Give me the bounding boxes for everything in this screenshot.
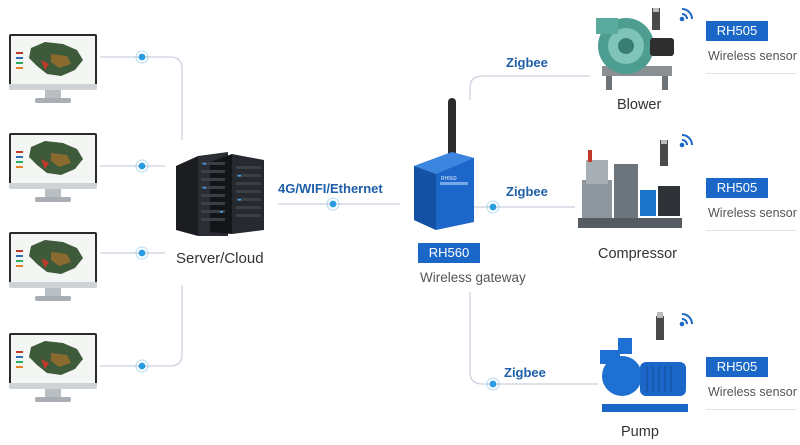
monitor-1-link bbox=[100, 56, 183, 140]
wireless-signal-icon bbox=[678, 130, 698, 155]
map-icon bbox=[29, 141, 83, 175]
sensor-model-badge: RH505 bbox=[706, 357, 768, 377]
monitor-1 bbox=[9, 34, 97, 106]
sensor-card-compressor: RH505 Wireless sensor bbox=[706, 178, 797, 231]
zigbee-label-blower: Zigbee bbox=[506, 55, 548, 70]
wireless-signal-icon bbox=[678, 309, 698, 334]
gateway-device-icon: RH560 bbox=[408, 96, 480, 232]
pump-icon bbox=[596, 310, 692, 420]
gateway-caption: Wireless gateway bbox=[420, 270, 526, 285]
zigbee-label-compressor: Zigbee bbox=[506, 184, 548, 199]
link-dot bbox=[329, 200, 337, 208]
map-screen bbox=[9, 333, 97, 387]
sensor-model-badge: RH505 bbox=[706, 178, 768, 198]
map-screen bbox=[9, 133, 97, 187]
map-screen bbox=[9, 232, 97, 286]
link-dot bbox=[489, 203, 497, 211]
sensor-model-badge: RH505 bbox=[706, 21, 768, 41]
sensor-card-pump: RH505 Wireless sensor bbox=[706, 357, 797, 410]
sensor-caption: Wireless sensor bbox=[708, 49, 797, 63]
monitor-4-link bbox=[100, 285, 183, 367]
link-dot bbox=[138, 249, 146, 257]
monitor-2 bbox=[9, 133, 97, 205]
sensor-caption: Wireless sensor bbox=[708, 206, 797, 220]
link-dot bbox=[138, 53, 146, 61]
map-icon bbox=[29, 240, 83, 274]
compressor-icon bbox=[574, 138, 684, 240]
map-icon bbox=[29, 42, 83, 76]
blower-icon bbox=[588, 6, 688, 92]
link-dot bbox=[138, 362, 146, 370]
monitor-4 bbox=[9, 333, 97, 405]
sensor-caption: Wireless sensor bbox=[708, 385, 797, 399]
monitor-3 bbox=[9, 232, 97, 304]
server-rack-icon bbox=[170, 148, 270, 240]
zigbee-label-pump: Zigbee bbox=[504, 365, 546, 380]
sensor-card-blower: RH505 Wireless sensor bbox=[706, 21, 797, 74]
uplink-label: 4G/WIFI/Ethernet bbox=[278, 181, 383, 196]
pump-label: Pump bbox=[621, 424, 659, 440]
map-screen bbox=[9, 34, 97, 88]
wireless-signal-icon bbox=[678, 4, 698, 29]
gateway-model-badge: RH560 bbox=[418, 243, 480, 263]
server-cloud-label: Server/Cloud bbox=[176, 250, 264, 267]
compressor-label: Compressor bbox=[598, 246, 677, 262]
link-dot bbox=[489, 380, 497, 388]
branch-blower-line bbox=[469, 75, 590, 100]
blower-label: Blower bbox=[617, 97, 662, 113]
svg-text:RH560: RH560 bbox=[441, 176, 457, 182]
map-icon bbox=[29, 341, 83, 375]
link-dot bbox=[138, 162, 146, 170]
branch-pump-line bbox=[469, 292, 598, 385]
